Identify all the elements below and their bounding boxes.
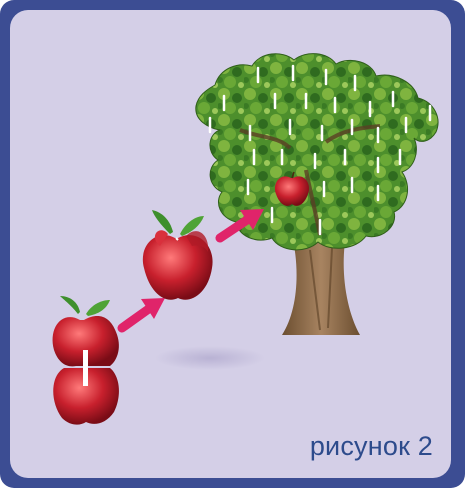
apple-assembled-icon [143, 210, 213, 300]
apple-tree [196, 54, 438, 335]
figure-caption: рисунок 2 [310, 431, 433, 462]
arrow-to-apple-icon [122, 298, 165, 328]
apple-pieces-icon [53, 296, 119, 425]
picture-panel: рисунок 2 [10, 10, 451, 478]
illustration [10, 10, 451, 478]
